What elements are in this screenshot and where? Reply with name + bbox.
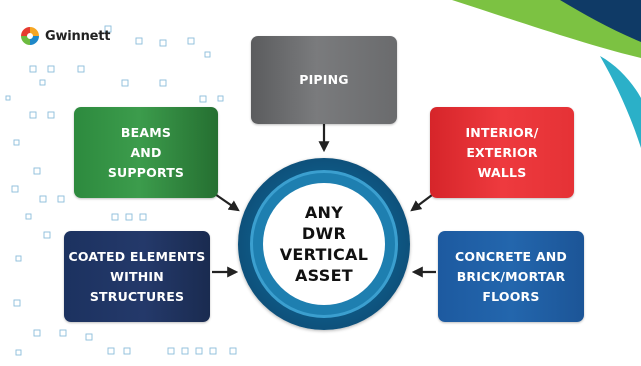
box-walls-line-2: EXTERIOR (466, 144, 538, 160)
box-beams-line-2: AND (130, 144, 162, 160)
box-concrete-line-1: CONCRETE AND (455, 248, 567, 264)
central-hub-label: ANY DWR VERTICAL ASSET (263, 183, 385, 305)
central-hub: ANY DWR VERTICAL ASSET (238, 158, 410, 330)
logo-text: Gwinnett (45, 28, 111, 44)
box-beams-and-supports: BEAMS AND SUPPORTS (74, 107, 218, 198)
box-concrete-brick-floors: CONCRETE AND BRICK/MORTAR FLOORS (438, 231, 584, 322)
box-walls-line-1: INTERIOR/ (465, 124, 539, 140)
box-concrete-line-2: BRICK/MORTAR (456, 268, 566, 284)
corner-navy-swoosh (560, 0, 641, 42)
box-walls-line-3: WALLS (477, 164, 527, 180)
gwinnett-swirl-logo-icon (21, 27, 39, 45)
hub-line-4: ASSET (294, 266, 354, 285)
box-concrete-line-3: FLOORS (482, 288, 540, 304)
box-piping-line-1: PIPING (299, 72, 349, 87)
box-beams-line-3: SUPPORTS (107, 164, 185, 180)
box-beams-line-1: BEAMS (120, 124, 172, 140)
box-piping: PIPING (251, 36, 397, 124)
box-coated-line-2: WITHIN (110, 268, 164, 284)
square-pattern (5, 25, 237, 356)
hub-line-3: VERTICAL (279, 245, 369, 264)
corner-teal-swoosh (600, 56, 641, 148)
central-hub-ring: ANY DWR VERTICAL ASSET (250, 170, 398, 318)
hub-line-2: DWR (301, 224, 347, 243)
box-coated-line-3: STRUCTURES (89, 288, 185, 304)
box-coated-elements: COATED ELEMENTS WITHIN STRUCTURES (64, 231, 210, 322)
hub-line-1: ANY (304, 203, 344, 222)
box-interior-exterior-walls: INTERIOR/ EXTERIOR WALLS (430, 107, 574, 198)
gwinnett-logo: Gwinnett (20, 26, 110, 46)
box-coated-line-1: COATED ELEMENTS (68, 248, 206, 264)
